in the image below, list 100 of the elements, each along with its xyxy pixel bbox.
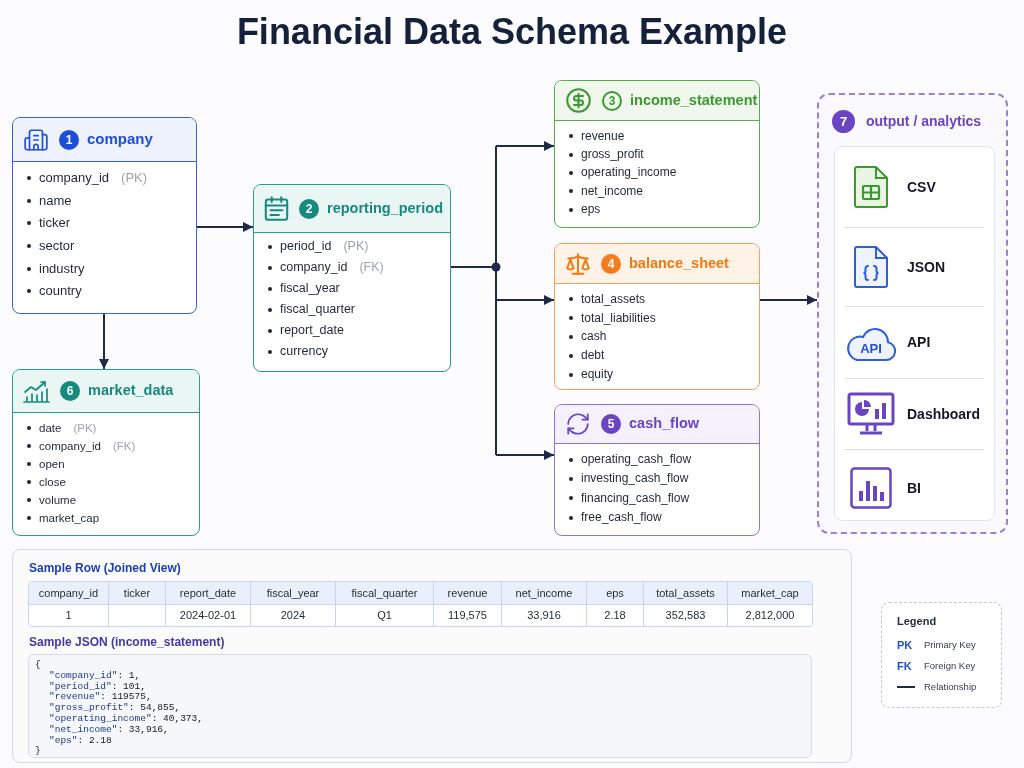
table-cell: 2024 — [251, 605, 336, 626]
field-name: free_cash_flow — [581, 510, 662, 526]
diagram-title: Financial Data Schema Example — [236, 10, 788, 54]
field-name: name — [39, 192, 72, 209]
field-name: volume — [39, 492, 77, 508]
field-name: equity — [581, 367, 614, 383]
number-badge: 5 — [601, 414, 621, 434]
field-name: investing_cash_flow — [581, 471, 689, 487]
field-name: company_id — [39, 170, 110, 187]
section-title: Sample Row (Joined View) — [29, 560, 181, 577]
key-tag: (PK) — [121, 170, 148, 187]
field-name: operating_income — [581, 165, 677, 181]
code-block — [28, 654, 812, 758]
connector-arrow — [495, 141, 555, 151]
key-tag: (PK) — [343, 238, 369, 255]
format-label: API — [907, 333, 931, 352]
field-name: fiscal_quarter — [280, 301, 356, 318]
table-title: income_statement — [630, 90, 758, 110]
key-abbreviation: PK — [897, 637, 913, 653]
table-title: cash_flow — [629, 414, 700, 434]
entity-card — [253, 184, 451, 372]
field-name: period_id — [280, 238, 332, 255]
field-name: net_income — [581, 183, 644, 199]
connector-arrow — [759, 295, 818, 305]
field-name: currency — [280, 343, 328, 360]
column-header: company_id — [29, 582, 109, 605]
code-line: "revenue": 119575, — [49, 692, 152, 703]
entity-card — [554, 243, 760, 390]
field-name: industry — [39, 260, 85, 277]
field-name: eps — [581, 202, 601, 218]
table-cell: 1 — [29, 605, 109, 626]
field-name: gross_profit — [581, 147, 644, 163]
column-header: total_assets — [644, 582, 728, 605]
table-cell: 2024-02-01 — [166, 605, 251, 626]
code-line: "company_id": 1, — [49, 670, 141, 682]
number-badge: 6 — [60, 381, 80, 401]
field-name: operating_cash_flow — [581, 452, 692, 468]
column-header: eps — [587, 582, 644, 605]
table-cell: 119,575 — [434, 605, 502, 626]
code-line: "eps": 2.18 — [49, 735, 112, 747]
key-tag: (FK) — [113, 438, 136, 454]
field-name: market_cap — [39, 510, 100, 526]
table-title: market_data — [88, 381, 174, 401]
code-line: "period_id": 101, — [49, 681, 146, 692]
panel-title: output / analytics — [866, 112, 982, 131]
legend-text: Primary Key — [924, 637, 976, 652]
section-title: Sample JSON (income_statement) — [29, 634, 225, 651]
field-name: financing_cash_flow — [581, 490, 690, 506]
table-title: company — [87, 129, 153, 150]
column-header: fiscal_quarter — [336, 582, 434, 605]
legend-text: Relationship — [924, 679, 977, 694]
field-name: fiscal_year — [280, 280, 340, 297]
entity-card — [554, 404, 760, 536]
number-badge: 3 — [602, 90, 622, 111]
number-badge: 4 — [601, 253, 621, 274]
sample-panel — [12, 549, 852, 763]
field-name: total_liabilities — [581, 310, 656, 326]
field-name: country — [39, 283, 82, 300]
entity-card — [554, 80, 760, 228]
table-title: reporting_period — [327, 198, 443, 218]
number-badge: 1 — [59, 129, 79, 150]
field-name: date — [39, 420, 62, 436]
key-abbreviation: FK — [897, 658, 912, 674]
field-name: close — [39, 474, 66, 490]
connector-arrow — [495, 450, 555, 460]
legend-text: Foreign Key — [924, 658, 976, 673]
field-name: company_id — [280, 259, 348, 276]
format-label: BI — [907, 478, 921, 498]
field-name: cash — [581, 329, 607, 345]
number-badge: 7 — [832, 110, 855, 133]
column-header: revenue — [434, 582, 502, 605]
field-name: sector — [39, 237, 75, 255]
output-panel — [817, 93, 1008, 534]
output-list — [834, 146, 995, 521]
column-header: market_cap — [728, 582, 812, 605]
format-label: Dashboard — [907, 404, 981, 424]
table-cell: 2.18 — [587, 605, 644, 626]
code-line: } — [35, 746, 41, 758]
code-line: "net_income": 33,916, — [49, 724, 169, 736]
entity-card — [12, 117, 197, 314]
field-name: total_assets — [581, 291, 646, 307]
field-name: debt — [581, 348, 605, 364]
code-line: "operating_income": 40,373, — [49, 714, 203, 725]
key-tag: (FK) — [359, 259, 384, 276]
table-title: balance_sheet — [629, 253, 729, 273]
field-name: ticker — [39, 215, 71, 232]
column-header: report_date — [166, 582, 251, 605]
key-tag: (PK) — [73, 420, 97, 436]
field-name: revenue — [581, 128, 625, 144]
legend-title: Legend — [897, 614, 937, 629]
table-cell: 33,916 — [502, 605, 587, 626]
code-line: "gross_profit": 54,855, — [49, 703, 181, 714]
entity-card — [12, 369, 200, 536]
icon-label: API — [860, 340, 882, 356]
field-name: report_date — [280, 322, 344, 339]
field-name: company_id — [39, 438, 101, 454]
format-label: CSV — [907, 177, 936, 197]
column-header: net_income — [502, 582, 587, 605]
number-badge: 2 — [299, 198, 319, 219]
table-cell: 2,812,000 — [728, 605, 812, 626]
